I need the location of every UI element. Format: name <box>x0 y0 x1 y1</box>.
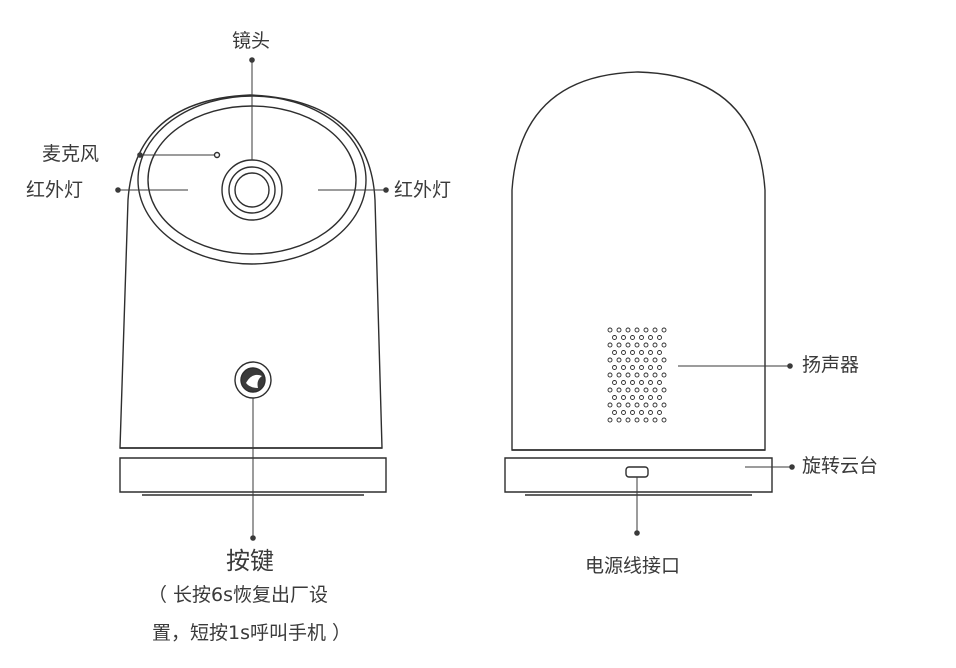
back-base <box>504 457 773 493</box>
front-base <box>119 457 387 493</box>
button-note-line2: 置，短按1s呼叫手机 ） <box>152 622 352 644</box>
speaker-label: 扬声器 <box>802 354 860 376</box>
ir-light-left-label: 红外灯 <box>26 179 84 201</box>
microphone-label: 麦克风 <box>42 143 100 165</box>
power-port-label: 电源线接口 <box>585 555 681 577</box>
leader-lines <box>118 60 792 538</box>
button-note-line1: （ 长按6s恢复出厂设 <box>148 584 329 606</box>
back-camera-view <box>504 71 773 496</box>
lens-icon <box>221 159 283 221</box>
front-camera-view <box>119 94 387 496</box>
button-icon <box>234 361 272 399</box>
button-label: 按键 <box>226 547 274 575</box>
pan-tilt-base-label: 旋转云台 <box>802 455 879 477</box>
microphone-hole-icon <box>213 151 221 159</box>
back-body-outline <box>511 71 766 451</box>
leader-dots <box>115 57 795 541</box>
power-port-icon <box>625 466 649 478</box>
speaker-grille-icon <box>607 327 667 423</box>
front-body-outline <box>119 94 383 449</box>
lens-label: 镜头 <box>232 30 271 52</box>
ir-light-right-label: 红外灯 <box>394 179 452 201</box>
